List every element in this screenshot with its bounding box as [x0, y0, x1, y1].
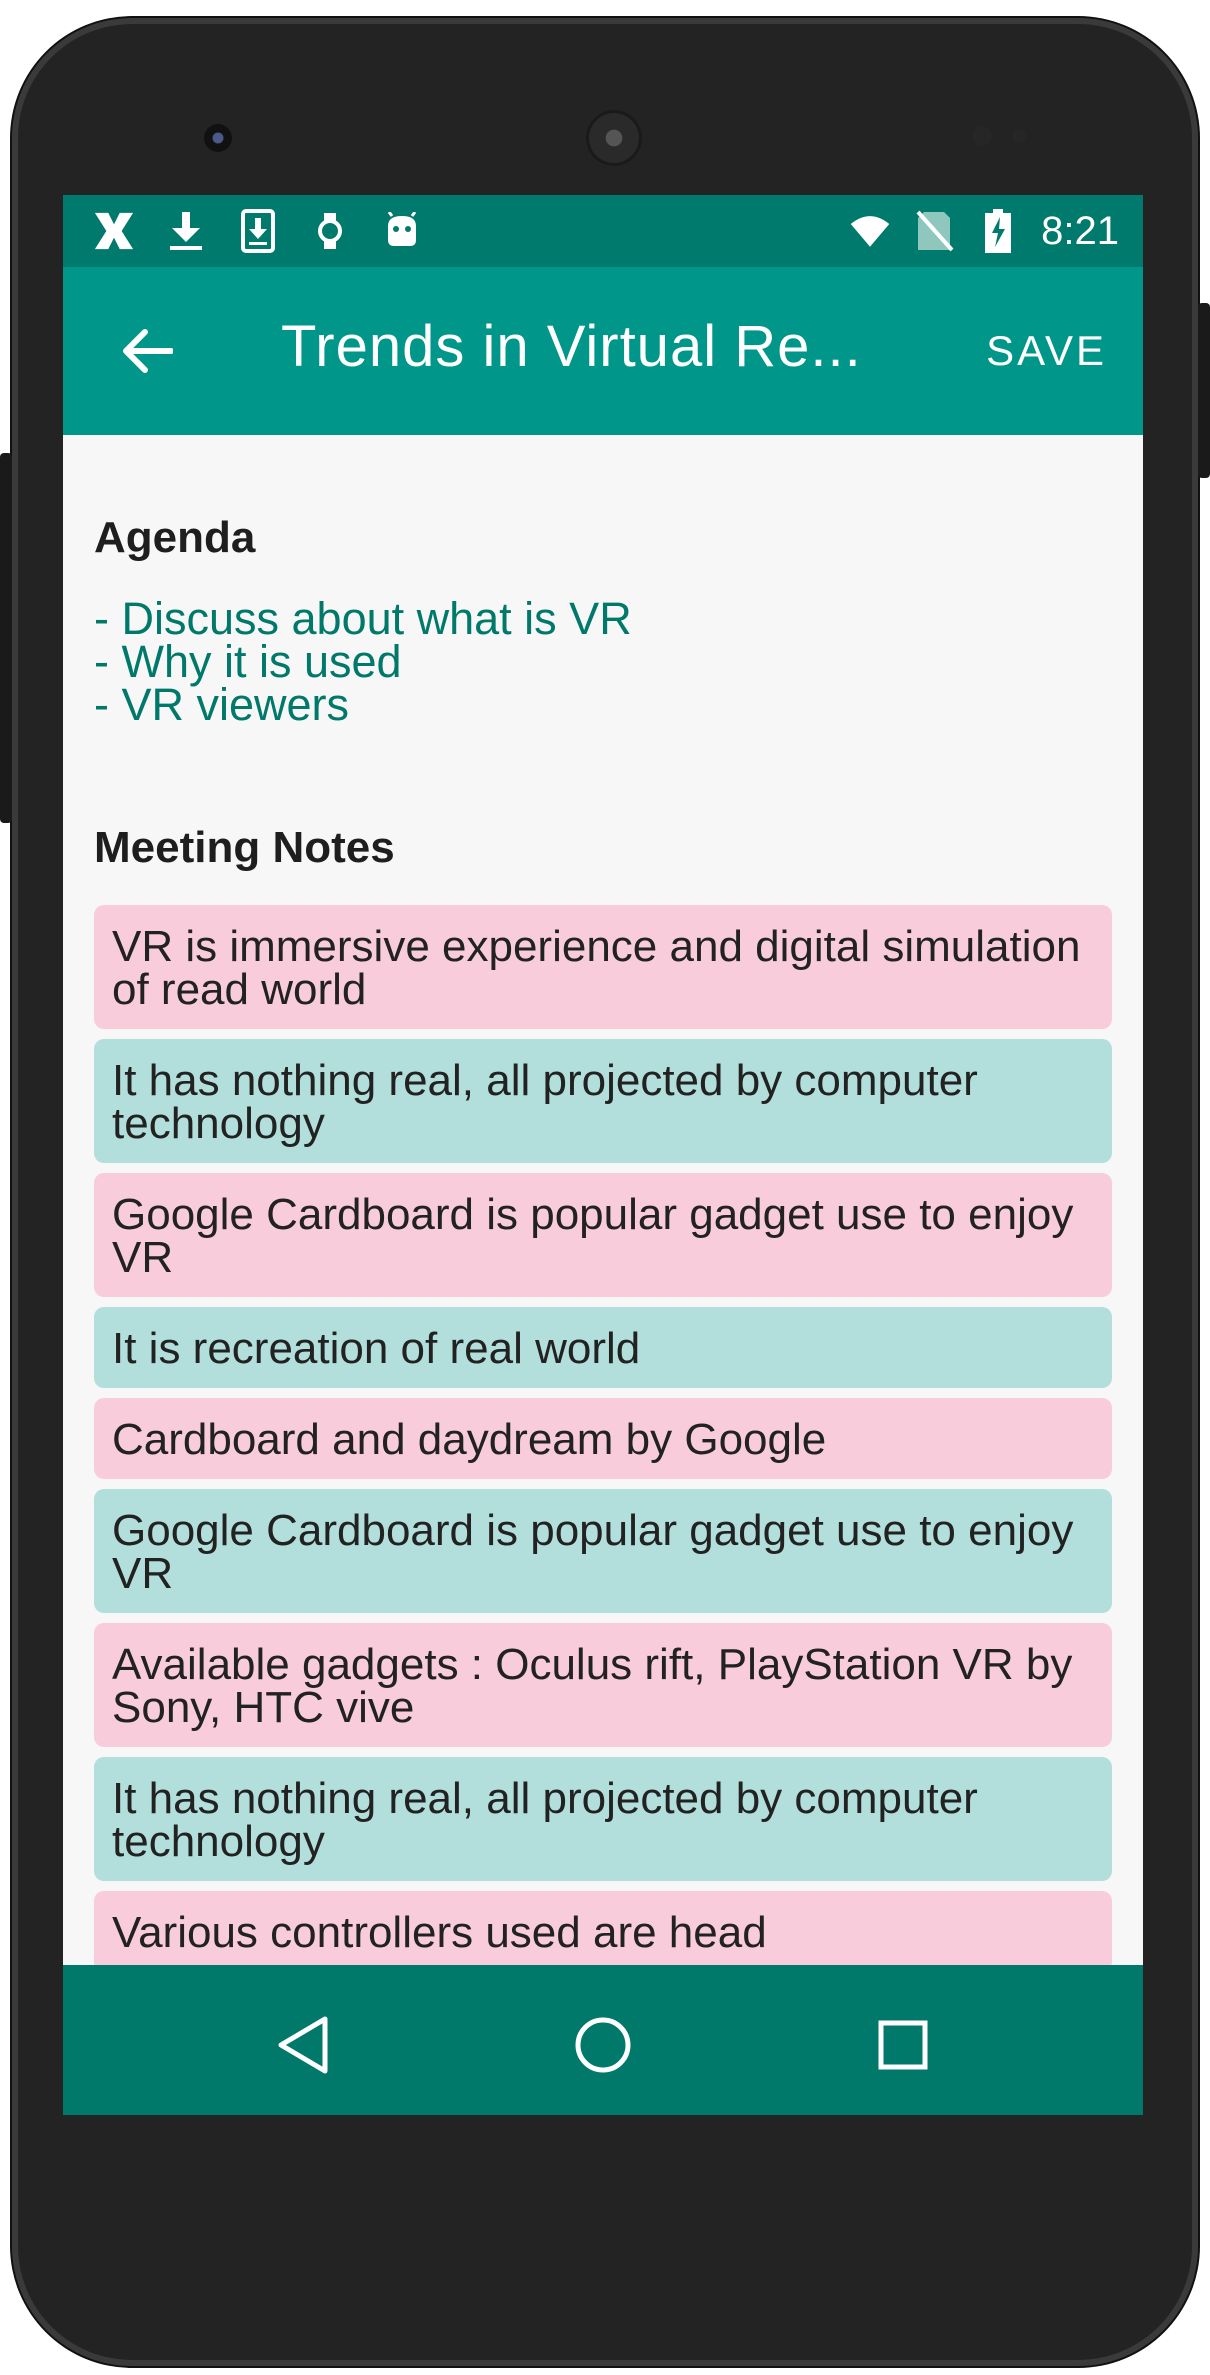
- earpiece-speaker: [586, 110, 642, 166]
- wifi-icon: [849, 207, 891, 255]
- navigation-bar: [63, 1965, 1143, 2115]
- recents-square-icon: [878, 2020, 928, 2070]
- meeting-notes-heading: Meeting Notes: [94, 823, 395, 872]
- back-triangle-icon: [278, 2016, 328, 2074]
- nav-recents-button[interactable]: [863, 2005, 943, 2085]
- battery-charging-icon: [977, 207, 1019, 255]
- note-card[interactable]: It has nothing real, all projected by co…: [94, 1039, 1112, 1163]
- note-card[interactable]: Available gadgets : Oculus rift, PlaySta…: [94, 1623, 1112, 1747]
- nav-back-button[interactable]: [263, 2005, 343, 2085]
- back-button[interactable]: [113, 317, 181, 385]
- nav-home-button[interactable]: [563, 2005, 643, 2085]
- home-circle-icon: [575, 2017, 631, 2073]
- watch-icon: [309, 207, 351, 255]
- download-icon: [165, 207, 207, 255]
- note-card[interactable]: Various controllers used are head: [94, 1891, 1112, 1965]
- app-bar: Trends in Virtual Re... SAVE: [63, 267, 1143, 435]
- status-bar: 8:21: [63, 195, 1143, 267]
- save-button[interactable]: SAVE: [986, 327, 1107, 374]
- proximity-sensor: [972, 126, 992, 146]
- no-sim-icon: [913, 207, 955, 255]
- agenda-text[interactable]: - Discuss about what is VR - Why it is u…: [94, 593, 632, 730]
- x-app-icon: [93, 207, 135, 255]
- note-card[interactable]: It is recreation of real world: [94, 1307, 1112, 1388]
- note-content[interactable]: Agenda - Discuss about what is VR - Why …: [63, 435, 1143, 1965]
- note-card[interactable]: Cardboard and daydream by Google: [94, 1398, 1112, 1479]
- power-key: [1198, 303, 1210, 478]
- agenda-line: - VR viewers: [94, 679, 350, 730]
- download-file-icon: [237, 207, 279, 255]
- front-camera: [204, 124, 232, 152]
- note-card[interactable]: Google Cardboard is popular gadget use t…: [94, 1489, 1112, 1613]
- note-card[interactable]: Google Cardboard is popular gadget use t…: [94, 1173, 1112, 1297]
- meeting-notes-list: VR is immersive experience and digital s…: [94, 905, 1112, 1965]
- screen: 8:21 Trends in Virtual Re... SAVE Agenda…: [63, 195, 1143, 2115]
- note-card[interactable]: VR is immersive experience and digital s…: [94, 905, 1112, 1029]
- agenda-line: - Why it is used: [94, 636, 402, 687]
- light-sensor: [1012, 129, 1026, 143]
- status-time: 8:21: [1041, 208, 1119, 253]
- note-card[interactable]: It has nothing real, all projected by co…: [94, 1757, 1112, 1881]
- agenda-line: - Discuss about what is VR: [94, 593, 632, 644]
- arrow-back-icon: [123, 329, 173, 373]
- agenda-heading: Agenda: [94, 513, 256, 562]
- android-icon: [381, 207, 423, 255]
- page-title: Trends in Virtual Re...: [281, 314, 862, 379]
- volume-key: [0, 453, 12, 823]
